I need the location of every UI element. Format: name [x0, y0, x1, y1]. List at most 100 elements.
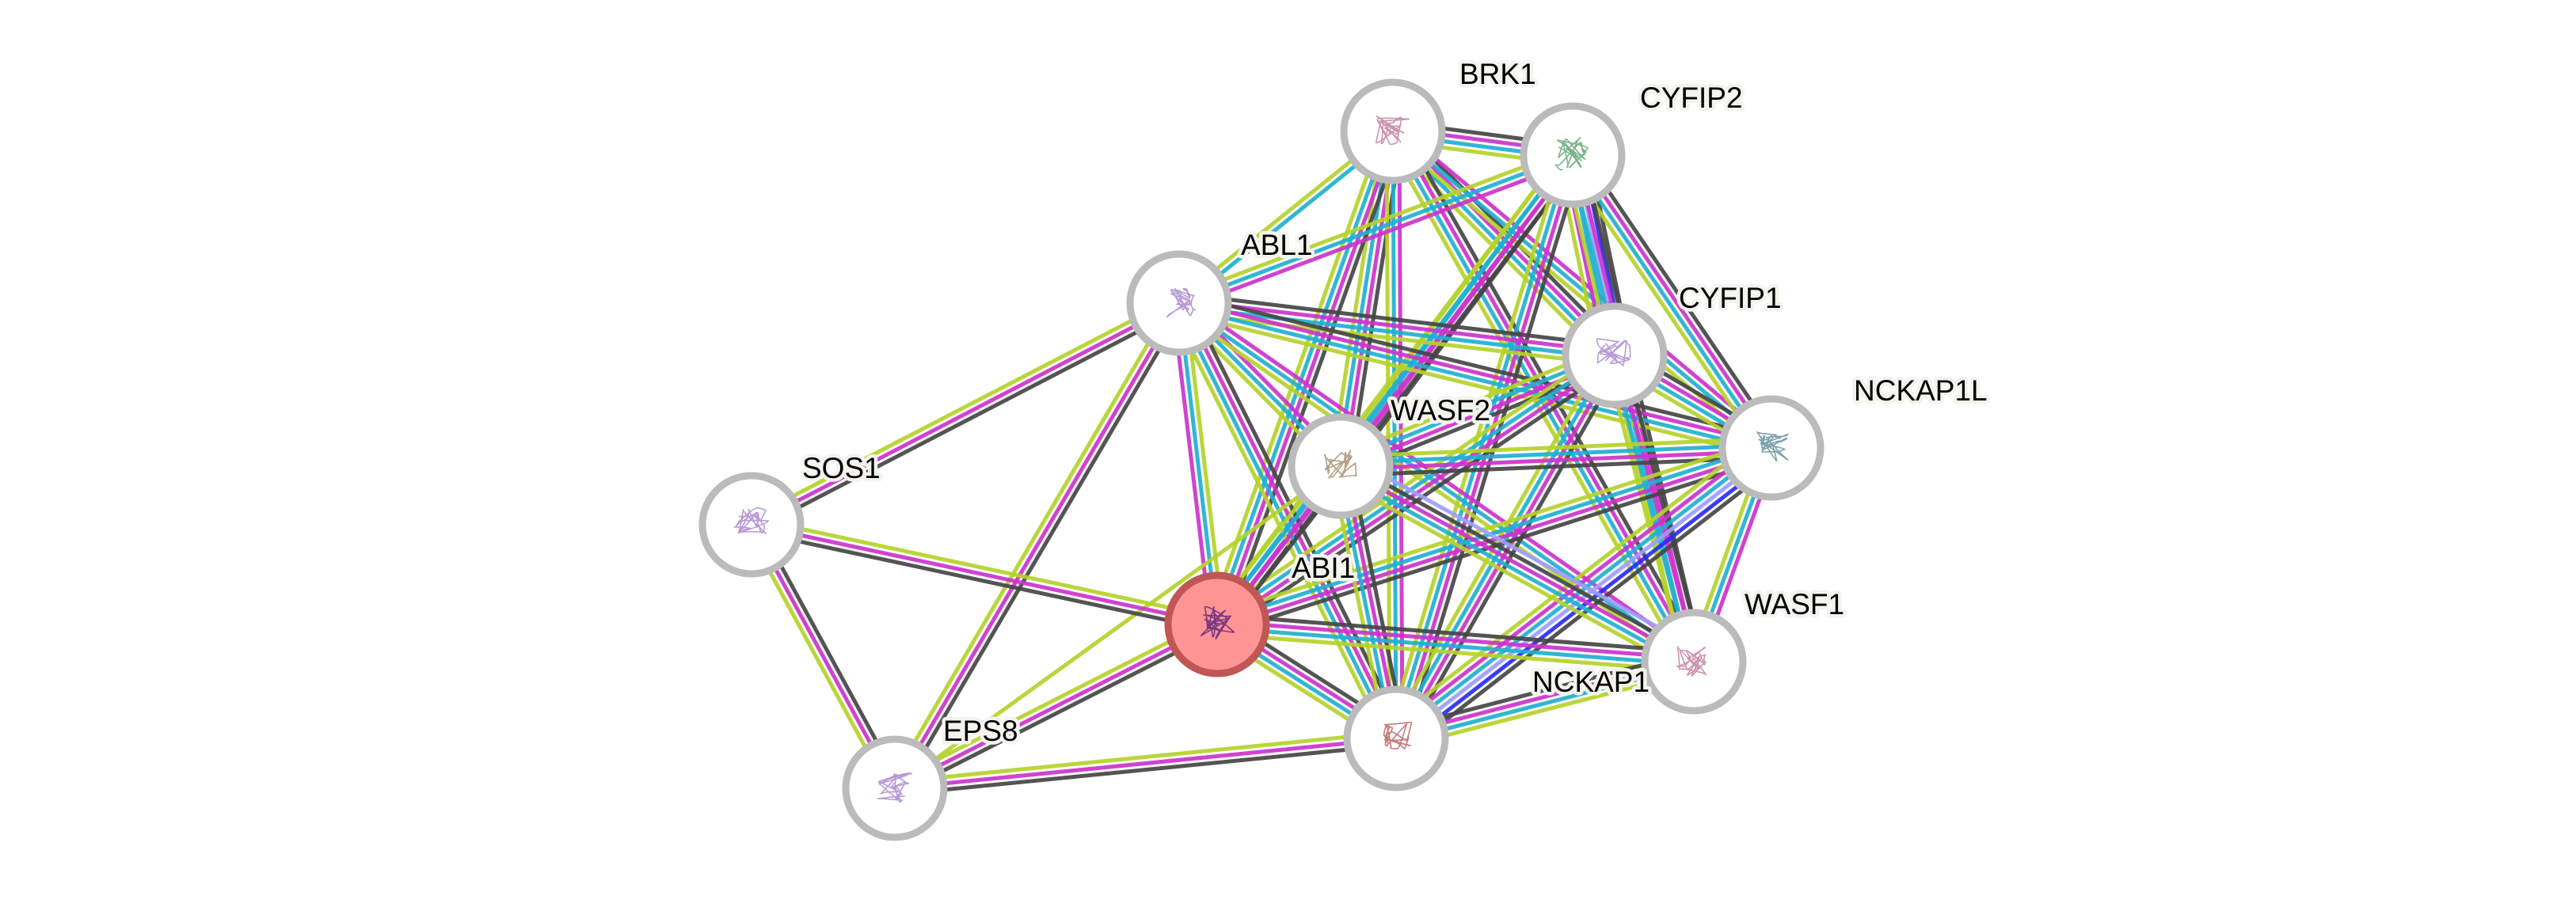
- node-label-nckap1l: NCKAP1L: [1854, 374, 1988, 407]
- evidence-line-curated-databases: [1216, 625, 1694, 667]
- evidence-line-textmining: [752, 516, 1220, 620]
- evidence-line-textmining: [1386, 349, 1608, 735]
- interaction-edge-abl1-eps8[interactable]: [887, 298, 1187, 793]
- evidence-line-textmining: [893, 730, 1396, 784]
- node-label-wasf1: WASF1: [1745, 588, 1844, 620]
- interaction-edge-wasf2-wasf1[interactable]: [1334, 453, 1701, 675]
- evidence-line-curated-databases: [1178, 153, 1573, 305]
- evidence-line-experimentally-determined: [750, 301, 1181, 527]
- evidence-line-experimentally-determined: [1218, 131, 1398, 627]
- evidence-line-coexpression: [1622, 352, 1706, 660]
- evidence-line-coexpression: [896, 628, 1221, 796]
- evidence-line-curated-databases: [1178, 304, 1615, 361]
- evidence-line-textmining: [1176, 310, 1770, 460]
- evidence-line-experimentally-determined: [1339, 464, 1695, 664]
- node-eps8[interactable]: [842, 735, 948, 841]
- node-abi1[interactable]: [1164, 571, 1270, 677]
- protein-structure-icon: [1383, 721, 1412, 750]
- interaction-edge-abi1-eps8[interactable]: [891, 617, 1221, 796]
- interaction-edge-abi1-sos1[interactable]: [749, 516, 1220, 633]
- node-label-cyfip2: CYFIP2: [1640, 82, 1743, 114]
- evidence-line-textmining: [748, 295, 1178, 522]
- node-circle: [1343, 685, 1449, 791]
- evidence-line-experimentally-determined: [1179, 298, 1615, 355]
- interaction-edge-cyfip1-wasf1[interactable]: [1603, 352, 1706, 665]
- protein-structure-icon: [1676, 646, 1707, 677]
- evidence-line-experimentally-determined: [1170, 303, 1213, 626]
- evidence-line-curated-databases: [1177, 302, 1220, 625]
- node-cyfip1[interactable]: [1562, 302, 1668, 408]
- evidence-line-textmining: [1210, 345, 1611, 619]
- protein-structure-icon: [1375, 115, 1410, 146]
- evidence-line-experimentally-determined: [894, 736, 1397, 791]
- interaction-edge-cyfip2-nckap1l[interactable]: [1563, 148, 1781, 455]
- evidence-line-textmining: [1334, 475, 1689, 675]
- evidence-line-curated-databases: [1214, 351, 1615, 624]
- evidence-line-coexpression: [1578, 148, 1781, 444]
- evidence-line-coexpression: [753, 306, 1183, 533]
- node-wasf2[interactable]: [1288, 413, 1394, 519]
- evidence-line-experimentally-determined: [1573, 152, 1776, 448]
- protein-structure-icon: [1554, 137, 1589, 171]
- evidence-line-textmining: [1603, 357, 1687, 665]
- interaction-edge-cyfip2-abl1[interactable]: [1176, 147, 1576, 311]
- node-label-sos1: SOS1: [802, 452, 881, 484]
- evidence-line-textmining: [1216, 632, 1694, 674]
- evidence-line-textmining: [1183, 302, 1226, 624]
- evidence-line-experimentally-determined: [1341, 449, 1772, 472]
- evidence-line-coexpression: [1181, 291, 1775, 441]
- evidence-line-experimentally-determined: [893, 622, 1219, 791]
- evidence-line-curated-databases: [1336, 469, 1692, 670]
- evidence-line-curated-databases: [1216, 442, 1771, 624]
- node-label-abi1: ABI1: [1292, 552, 1355, 584]
- protein-structure-icon: [732, 507, 770, 535]
- protein-structure-icon: [1324, 450, 1357, 480]
- node-brk1[interactable]: [1340, 78, 1446, 184]
- evidence-line-experimentally-determined: [1389, 438, 1767, 733]
- interaction-edge-wasf2-eps8[interactable]: [893, 464, 1342, 791]
- evidence-line-textmining: [1169, 306, 1390, 744]
- evidence-line-curated-databases: [1609, 355, 1693, 663]
- evidence-line-experimentally-determined: [1179, 298, 1773, 447]
- interaction-edge-abl1-sos1[interactable]: [748, 295, 1183, 533]
- node-sos1[interactable]: [698, 472, 805, 578]
- evidence-line-coexpression: [749, 529, 1216, 633]
- node-abl1[interactable]: [1126, 250, 1232, 356]
- node-layer: [698, 78, 1825, 841]
- evidence-line-curated-databases: [1212, 129, 1392, 624]
- evidence-line-experimentally-determined: [1397, 355, 1619, 742]
- node-circle: [1641, 609, 1747, 715]
- node-nckap1[interactable]: [1343, 685, 1449, 791]
- node-cyfip2[interactable]: [1520, 102, 1626, 208]
- interaction-edge-abl1-abi1[interactable]: [1170, 302, 1226, 626]
- evidence-line-textmining: [1387, 135, 1769, 455]
- node-wasf1[interactable]: [1641, 609, 1747, 715]
- evidence-line-experimentally-determined: [1180, 301, 1401, 738]
- interaction-edge-abl1-nckap1l[interactable]: [1176, 291, 1775, 460]
- evidence-line-textmining: [887, 298, 1176, 787]
- evidence-line-coexpression: [1342, 458, 1699, 658]
- protein-structure-icon: [1200, 605, 1235, 640]
- node-label-brk1: BRK1: [1459, 58, 1536, 90]
- protein-structure-icon: [1756, 431, 1789, 462]
- evidence-line-experimentally-determined: [751, 522, 1218, 627]
- interaction-edge-nckap1-eps8[interactable]: [893, 730, 1398, 797]
- node-label-abl1: ABL1: [1241, 229, 1313, 261]
- interaction-edge-brk1-nckap1l[interactable]: [1387, 124, 1777, 455]
- interaction-edge-abl1-cyfip1[interactable]: [1178, 291, 1616, 367]
- evidence-line-coexpression: [1217, 613, 1695, 655]
- evidence-line-experimentally-determined: [1395, 124, 1777, 445]
- evidence-line-gene-cooccurrence: [1400, 454, 1779, 748]
- evidence-line-coexpression: [1402, 359, 1625, 745]
- node-label-wasf2: WASF2: [1391, 394, 1490, 427]
- protein-structure-icon: [877, 772, 913, 803]
- evidence-line-curated-databases: [1391, 154, 1572, 738]
- evidence-line-textmining: [891, 617, 1216, 785]
- interaction-edge-abi1-wasf1[interactable]: [1216, 613, 1695, 674]
- evidence-line-experimentally-determined: [1180, 159, 1576, 311]
- node-label-cyfip1: CYFIP1: [1679, 282, 1782, 314]
- node-nckap1l[interactable]: [1718, 395, 1825, 501]
- evidence-line-coexpression: [1223, 134, 1404, 628]
